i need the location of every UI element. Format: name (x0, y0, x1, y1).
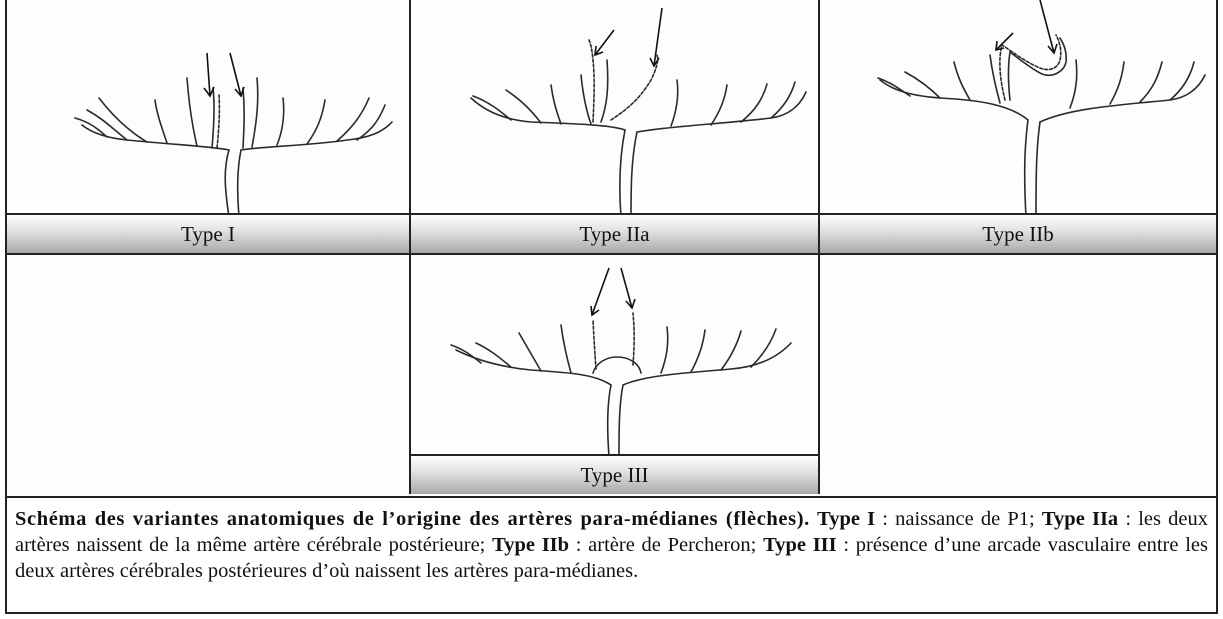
caption-title: Schéma des variantes anatomiques de l’or… (15, 508, 810, 530)
panel-type-iia: Type IIa (411, 0, 820, 255)
caption-type-iii: Type III (763, 534, 837, 556)
caption-desc-i: : naissance de P1; (875, 508, 1042, 530)
panel-label: Type IIa (411, 213, 818, 253)
caption-type-iib: Type IIb (492, 534, 570, 556)
vessel-drawing-type-i (74, 52, 393, 217)
figure-caption: Schéma des variantes anatomiques de l’or… (7, 496, 1216, 612)
caption-desc-iii: : présence d’une arcade vasculaire entre… (15, 534, 1208, 582)
panel-type-i: Type I (7, 0, 411, 255)
panel-empty-right (820, 255, 1216, 494)
panel-empty-left (7, 255, 411, 494)
panel-label: Type I (7, 213, 409, 253)
figure-frame: Type I (5, 0, 1218, 614)
caption-desc-iia: : les deux artères naissent de la même a… (15, 508, 1208, 556)
vessel-drawing-type-iii (450, 267, 792, 456)
panel-grid: Type I (7, 0, 1216, 494)
vessel-drawing-type-iia (470, 7, 807, 217)
panel-label: Type III (411, 454, 818, 494)
caption-type-i: Type I (817, 508, 876, 530)
panel-type-iib: Type IIb (820, 0, 1216, 255)
panel-label: Type IIb (820, 213, 1216, 253)
caption-desc-iib: : artère de Percheron; (569, 534, 764, 556)
caption-type-iia: Type IIa (1041, 508, 1119, 530)
vessel-drawing-type-iib (877, 0, 1206, 217)
panel-type-iii: Type III (411, 255, 820, 494)
